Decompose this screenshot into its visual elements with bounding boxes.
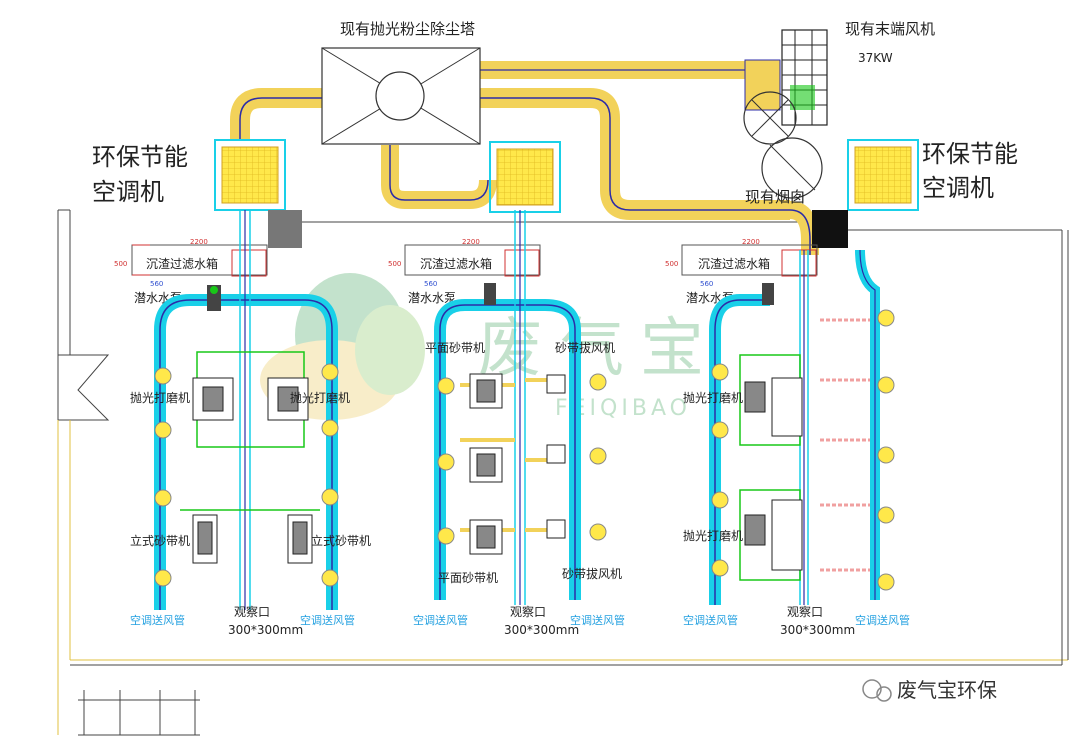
label-flat-sander-1: 平面砂带机 <box>425 341 485 355</box>
gray-block <box>268 210 302 248</box>
label-flat-sander-2: 平面砂带机 <box>438 571 498 585</box>
brand-name: 废气宝环保 <box>897 678 997 702</box>
duct-network-left <box>154 210 338 610</box>
watermark: 废 气 宝 FEIQIBAO <box>260 273 704 421</box>
filter-label-center: 沉渣过滤水箱 <box>420 256 492 271</box>
ac-left-line1: 环保节能 <box>92 143 188 171</box>
label-vsander-1: 立式砂带机 <box>130 533 190 548</box>
duct-network-center <box>434 210 581 605</box>
window-size-3: 300*300mm <box>780 623 855 637</box>
svg-text:宝: 宝 <box>640 312 704 386</box>
black-block <box>812 210 848 248</box>
label-polisher-2: 抛光打磨机 <box>290 390 350 405</box>
machines-center <box>469 373 566 555</box>
ac-right-line2: 空调机 <box>922 174 994 202</box>
ac-duct-label-2: 空调送风管 <box>300 613 355 627</box>
end-fan <box>743 29 828 145</box>
fan-power-label: 37KW <box>858 51 893 65</box>
window-label-3: 观察口 <box>787 605 823 619</box>
upper-ducts <box>230 61 819 255</box>
duct-network-right <box>709 249 880 605</box>
label-polisher-4: 抛光打磨机 <box>683 528 743 543</box>
dim-500-center: 500 <box>388 260 401 268</box>
filter-box-right <box>681 244 818 277</box>
ac-unit-left <box>214 139 286 211</box>
fan-label: 现有末端风机 <box>845 20 935 38</box>
label-belt-drawer-2: 砂带拔风机 <box>562 566 622 581</box>
ac-duct-label-6: 空调送风管 <box>855 613 910 627</box>
dim-500-left: 500 <box>114 260 127 268</box>
filter-box-left <box>131 244 268 277</box>
dust-tower <box>321 47 481 145</box>
pump-label-center: 潜水水泵 <box>408 291 456 305</box>
label-belt-drawer-1: 砂带拔风机 <box>555 340 615 355</box>
brand-badge: 废气宝环保 <box>862 678 997 702</box>
machines-left <box>192 377 313 564</box>
window-label-1: 观察口 <box>234 605 270 619</box>
filter-label-right: 沉渣过滤水箱 <box>698 256 770 271</box>
ac-unit-right <box>847 139 919 211</box>
ac-duct-label-3: 空调送风管 <box>413 613 468 627</box>
window-size-1: 300*300mm <box>228 623 303 637</box>
wechat-icon <box>862 679 882 699</box>
hoods <box>154 309 895 591</box>
ac-duct-label-1: 空调送风管 <box>130 613 185 627</box>
ac-unit-center <box>489 141 561 213</box>
label-polisher-1: 抛光打磨机 <box>130 390 190 405</box>
ac-right-line1: 环保节能 <box>922 140 1018 168</box>
window-label-2: 观察口 <box>510 605 546 619</box>
dim-500-right: 500 <box>665 260 678 268</box>
building-outline <box>57 209 1069 736</box>
pump-center <box>484 283 496 305</box>
ac-duct-label-4: 空调送风管 <box>570 613 625 627</box>
dim-2200-center: 2200 <box>462 238 480 246</box>
filter-label-left: 沉渣过滤水箱 <box>146 256 218 271</box>
chimney-label: 现有烟囱 <box>745 188 805 206</box>
dim-560-right: 560 <box>700 280 713 288</box>
filter-box-center <box>404 244 541 277</box>
dim-560-center: 560 <box>424 280 437 288</box>
machines-right <box>744 377 803 571</box>
chimney <box>761 137 823 199</box>
dim-2200-right: 2200 <box>742 238 760 246</box>
label-vsander-2: 立式砂带机 <box>311 533 371 548</box>
dim-560-left: 560 <box>150 280 163 288</box>
ac-duct-label-5: 空调送风管 <box>683 613 738 627</box>
pump-left <box>207 285 221 311</box>
tower-label: 现有抛光粉尘除尘塔 <box>340 20 475 38</box>
window-size-2: 300*300mm <box>504 623 579 637</box>
ac-left-line2: 空调机 <box>92 178 164 206</box>
label-polisher-3: 抛光打磨机 <box>683 390 743 405</box>
pump-right <box>762 283 774 305</box>
dim-2200-left: 2200 <box>190 238 208 246</box>
